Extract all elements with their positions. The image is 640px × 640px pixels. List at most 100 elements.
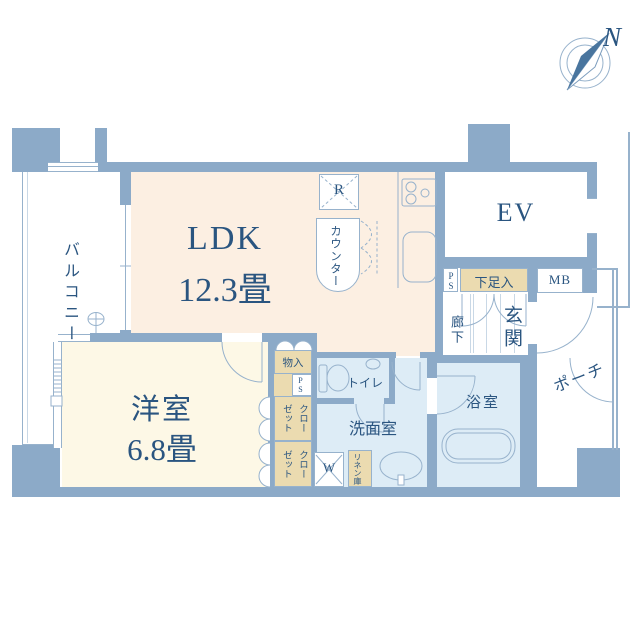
- bathroom-door-arc: [436, 375, 476, 415]
- porch-gate-arc: [569, 357, 615, 403]
- washroom-door-arc: [391, 361, 421, 391]
- wall-segment: [389, 352, 395, 398]
- storage-box: [274, 350, 312, 374]
- bathroom-label: 浴室: [465, 395, 500, 411]
- pipe-space-inner-box: [292, 374, 312, 396]
- entrance-step-line: [470, 294, 471, 353]
- balcony-floor: [22, 172, 120, 342]
- elevator-label: EV: [496, 198, 536, 227]
- balcony-top-rail: [48, 162, 98, 172]
- wall-filler: [274, 374, 292, 396]
- wall-segment: [528, 292, 537, 302]
- bathtub-icon: [441, 428, 516, 464]
- washroom-label: 洗面室: [348, 421, 397, 438]
- wall-segment: [427, 414, 437, 487]
- storage-folding-doors: [275, 340, 313, 351]
- storage-label: 物入: [282, 358, 304, 369]
- wall-segment: [12, 487, 620, 497]
- western-room-north-window: [58, 334, 90, 342]
- closet-upper-box: [274, 396, 312, 441]
- wall-segment: [310, 342, 317, 487]
- refrigerator-cross-icon: [320, 175, 358, 209]
- balcony-label: バルコニー: [61, 240, 78, 346]
- wall-segment: [427, 355, 537, 363]
- western-room-floor: [62, 342, 268, 487]
- western-room-size-label: 6.8畳: [127, 432, 197, 467]
- refrigerator-label: R: [333, 182, 344, 198]
- pipe-space-label: PS: [446, 271, 456, 291]
- drain-icon: [87, 312, 105, 333]
- toilet-door-arc: [355, 403, 385, 433]
- ldk-floor: [131, 172, 435, 333]
- meter-box: [537, 268, 583, 293]
- entrance-door-arc: [536, 296, 594, 354]
- wall-segment: [577, 448, 620, 497]
- wall-segment: [468, 124, 510, 172]
- shutter-box-icon: [50, 395, 63, 407]
- hallway-label: 廊下: [449, 315, 464, 345]
- wall-segment: [95, 128, 107, 172]
- shoe-cabinet-door-arcs: [461, 293, 527, 327]
- wall-segment: [435, 268, 443, 355]
- wall-segment: [60, 162, 470, 172]
- closet-lower-box: [274, 441, 312, 487]
- corridor-outline: [628, 132, 630, 308]
- stove-icon: [401, 178, 437, 207]
- ldk-size-label: 12.3畳: [178, 272, 272, 309]
- wall-segment: [384, 398, 395, 404]
- shoe-cabinet-box: [460, 268, 528, 292]
- washer-label: W: [322, 460, 336, 475]
- western-room-name-label: 洋室: [130, 394, 193, 426]
- closet-upper-label: クローゼット: [281, 403, 307, 433]
- western-room-door-arc: [221, 341, 263, 383]
- wall-segment: [90, 333, 222, 342]
- wall-segment: [520, 363, 537, 487]
- corridor-outline: [597, 306, 630, 308]
- entrance-label: 玄関: [501, 305, 522, 351]
- toilet-icon: [318, 358, 381, 393]
- wall-segment: [268, 342, 274, 487]
- washbasin-icon: [379, 451, 423, 486]
- compass-north-label: N: [602, 22, 621, 52]
- porch-boundary-line: [612, 268, 614, 450]
- porch-boundary-line: [592, 268, 617, 270]
- wall-segment: [528, 344, 537, 355]
- western-room-west-window: [53, 342, 62, 448]
- porch-boundary-line: [616, 268, 618, 450]
- pipe-space-box: [443, 268, 458, 292]
- entrance-tile-line: [486, 294, 487, 353]
- wall-segment: [528, 268, 537, 292]
- linen-closet-label: リネン庫: [353, 453, 362, 485]
- wall-segment: [317, 352, 396, 358]
- counter-door-dashes: [360, 220, 378, 275]
- meter-box-label: MB: [548, 272, 572, 287]
- balcony-inner-line: [27, 172, 28, 443]
- closet-lower-label: クローゼット: [281, 449, 307, 479]
- wall-segment: [317, 398, 354, 404]
- counter-box: [316, 218, 360, 292]
- washer-cross-icon: [315, 454, 343, 485]
- shoe-cabinet-label: 下足入: [474, 275, 514, 290]
- wall-segment: [420, 352, 435, 358]
- counter-label: カウンター: [329, 224, 341, 288]
- toilet-label: トイレ: [346, 376, 383, 390]
- linen-closet-box: [348, 450, 372, 487]
- bathroom-floor: [437, 363, 520, 487]
- wall-segment: [435, 172, 445, 268]
- sliding-door-line: [120, 205, 131, 330]
- elevator-window: [587, 198, 597, 234]
- wall-segment: [427, 363, 437, 378]
- pipe-space-inner-label: PS: [296, 376, 305, 394]
- ldk-name-label: LDK: [187, 220, 263, 257]
- ldk-hall-floor: [317, 333, 435, 356]
- wall-segment: [583, 268, 597, 293]
- window-hatch: [54, 359, 61, 393]
- kitchen-sink-icon: [402, 231, 437, 283]
- wall-segment: [435, 257, 597, 268]
- entrance-tile-line: [500, 294, 501, 353]
- wall-segment: [262, 333, 317, 342]
- wall-segment: [510, 162, 597, 172]
- closet-folding-doors: [258, 396, 271, 488]
